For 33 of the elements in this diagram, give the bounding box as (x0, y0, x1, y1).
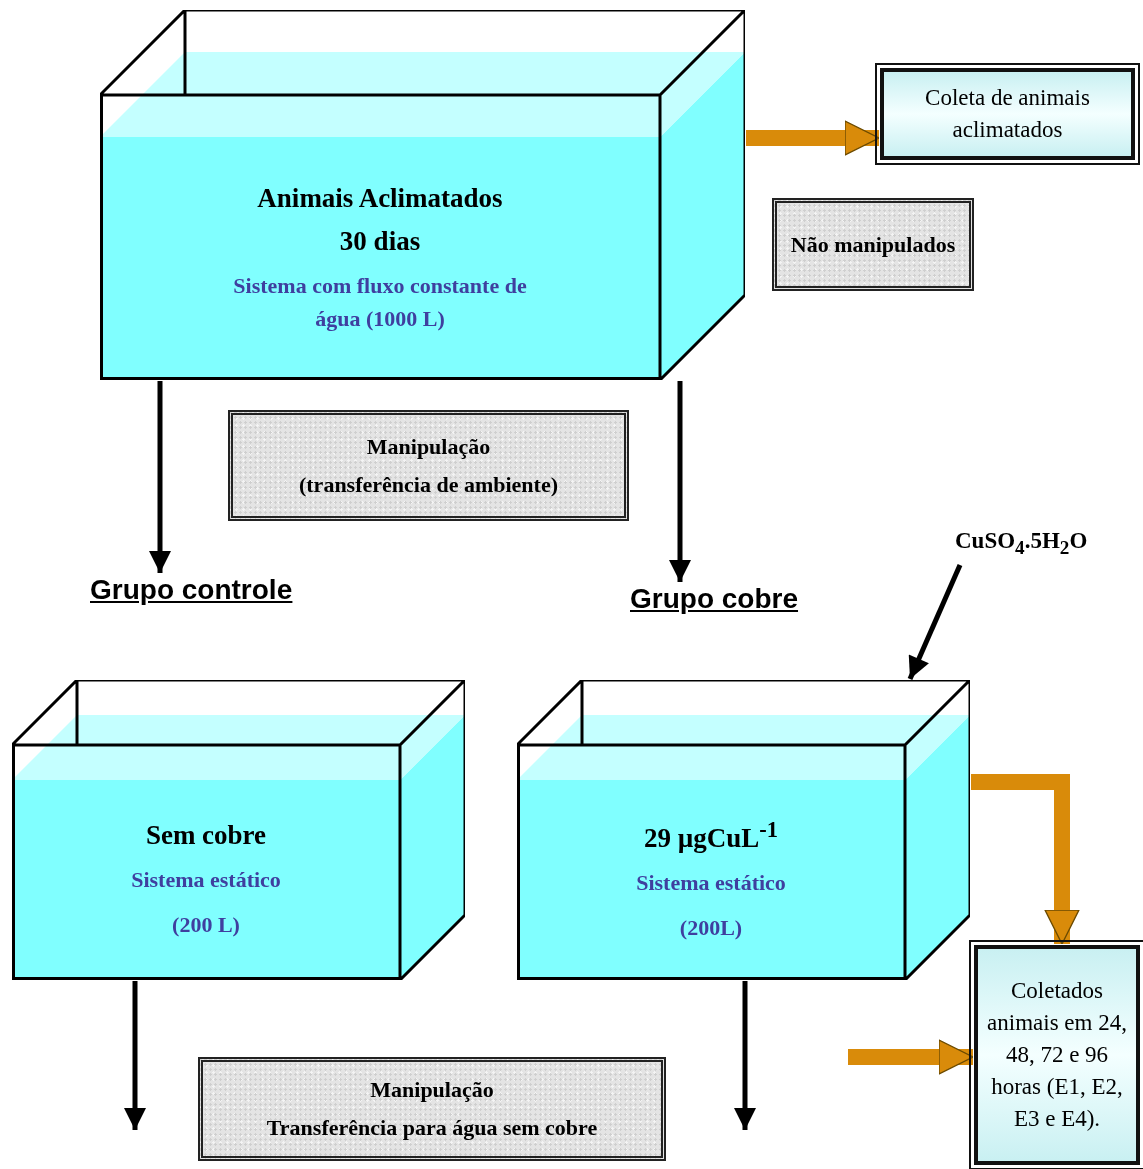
arrow (149, 381, 171, 573)
tank-heading: Animais Aclimatados (257, 182, 503, 214)
box-heading: Não manipulados (790, 231, 956, 258)
tank-note: Sistema estático (131, 865, 281, 894)
group-label: Grupo controle (90, 574, 293, 605)
tank-note: (200 L) (172, 910, 240, 939)
box-text: Coleta de animais aclimatados (924, 83, 1091, 144)
group-label: Grupo cobre (630, 583, 798, 614)
box-text: Transferência para água sem cobre (266, 1115, 598, 1141)
arrow (848, 1039, 974, 1075)
tank-note: Sistema com fluxo constante de água (1000 L) (232, 271, 528, 333)
process-box (772, 198, 974, 291)
tank-note: 30 dias (339, 225, 421, 257)
tank-note: Sistema estático (636, 868, 786, 897)
box-text: Coletados animais em 24, 48, 72 e 96 horas (E1, E2, E3 e E4). (986, 976, 1128, 1134)
water-tank (517, 680, 970, 980)
process-box (198, 1057, 666, 1161)
water-tank (12, 680, 465, 980)
formula-label: CuSO$_{4}$.5H$_{2}$O (955, 528, 1088, 553)
water-tank (100, 10, 745, 380)
box-heading: Manipulação (366, 433, 491, 460)
box-text: (transferência de ambiente) (298, 471, 558, 498)
process-box (228, 410, 629, 521)
tank-heading: 29 µgCuL$^{-1}$ (643, 816, 779, 854)
arrow (746, 120, 880, 156)
box-heading: Manipulação (370, 1077, 494, 1103)
arrow (669, 381, 691, 582)
tank-heading: Sem cobre (145, 819, 267, 851)
arrow (124, 981, 146, 1130)
arrow (734, 981, 756, 1130)
arrow (907, 564, 963, 680)
tank-note: (200L) (679, 913, 743, 942)
arrow (971, 774, 1080, 945)
